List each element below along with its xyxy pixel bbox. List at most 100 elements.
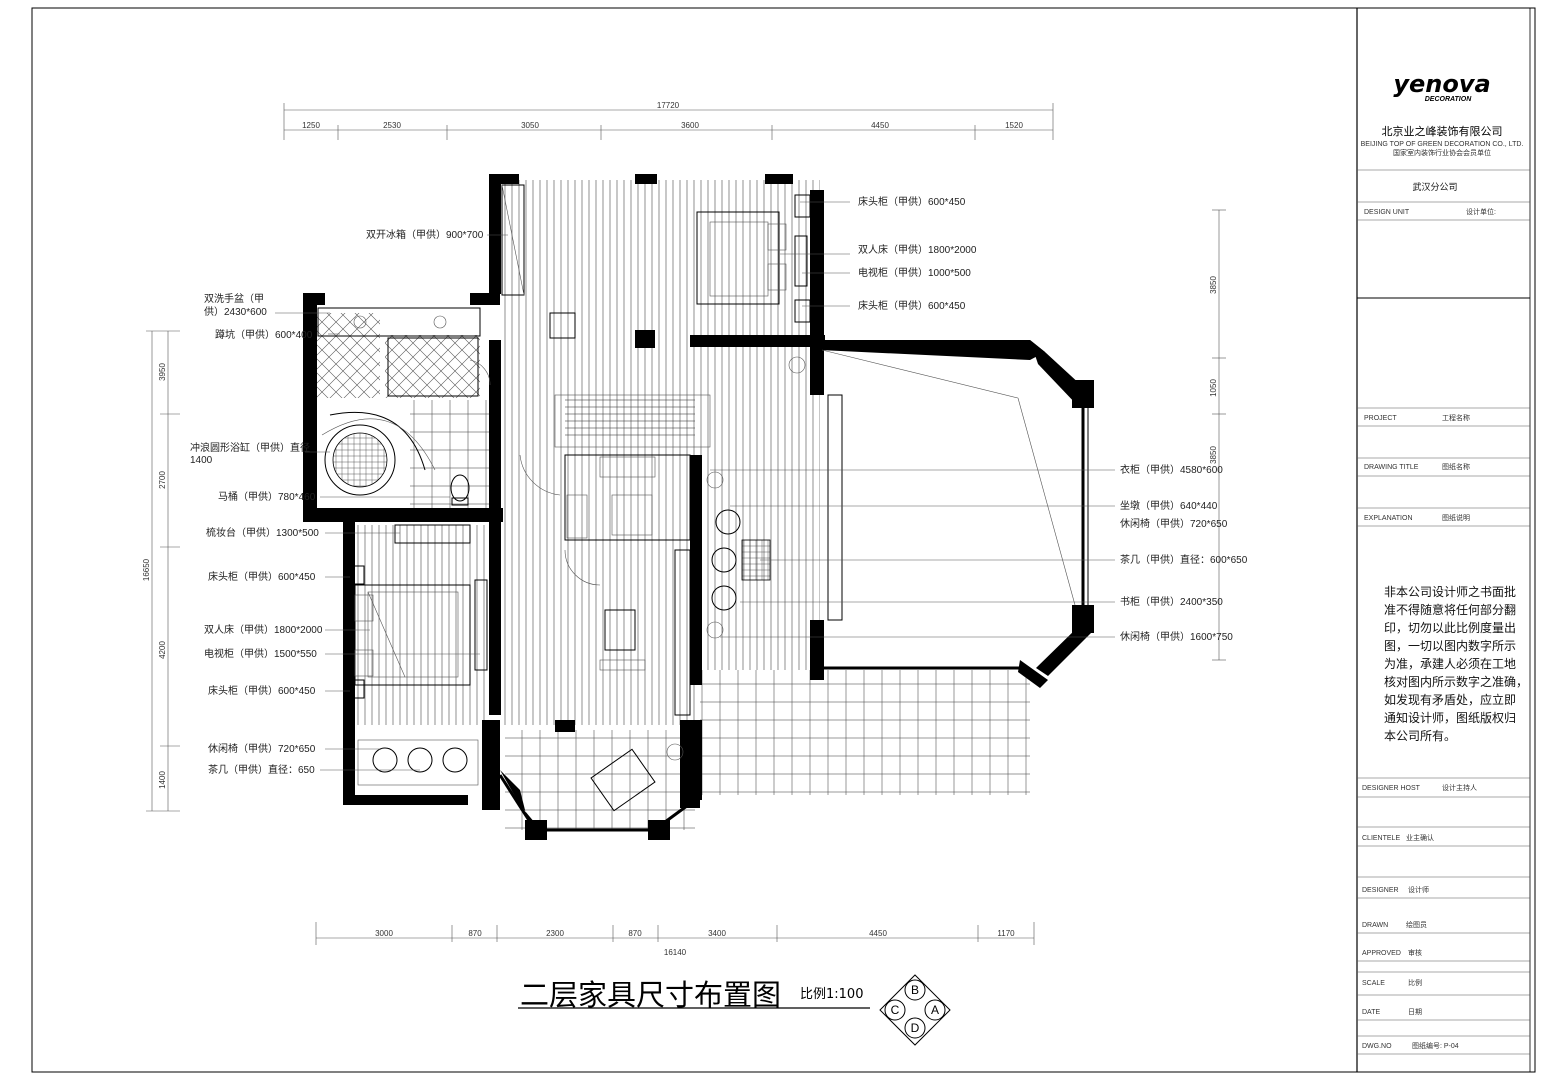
label-refrigerator: 双开冰箱（甲供）900*700 [366,228,484,241]
floor-finishes [315,180,1030,830]
svg-text:通知设计师，图纸版权归: 通知设计师，图纸版权归 [1384,711,1516,725]
dim-left-2: 2700 [158,471,167,489]
label-bookshelf: 书柜（甲供）2400*350 [1120,595,1223,608]
company-tag: 国家室内装饰行业协会会员单位 [1393,148,1491,157]
nightstand-lower-1 [347,565,365,585]
copyright-note: 非本公司设计师之书面批 准不得随意将任何部分翻 印，切勿以此比例度量出 图，一切… [1384,584,1528,743]
nightstand-upper-2 [794,299,811,323]
tv-cabinet-lower [474,579,488,671]
dressing-table [394,524,471,544]
lounge-chair-lower-1 [372,747,398,773]
customer-label: CLIENTELE [1362,835,1400,842]
dim-right-3: 3850 [1209,446,1218,464]
dim-bottom-2: 870 [468,929,482,938]
wardrobe-long [827,394,843,621]
walls [303,174,1094,840]
drawing-title: 二层家具尺寸布置图 比例1:100 [518,978,870,1012]
dim-bottom-1: 3000 [375,929,393,938]
project-value: 工程名称 [1442,413,1470,422]
furniture [317,184,1076,812]
label-nightstand-lower-1: 床头柜（甲供）600*450 [208,570,316,583]
lounge-chair-right-3 [711,585,737,611]
branch-name: 武汉分公司 [1412,181,1457,193]
labels-right: 床头柜（甲供）600*450 双人床（甲供）1800*2000 电视柜（甲供）1… [858,195,1248,643]
project-label: PROJECT [1364,415,1397,422]
label-wardrobe: 衣柜（甲供）4580*600 [1120,463,1223,476]
label-nightstand-lower-2: 床头柜（甲供）600*450 [208,684,316,697]
nightstand-lower-2 [347,679,365,699]
label-lounge-chair-lower: 休闲椅（甲供）720*650 [208,742,316,755]
label-toilet: 马桶（甲供）780*460 [218,490,316,503]
label-bathtub-2: 1400 [190,455,213,466]
label-double-bed-lower: 双人床（甲供）1800*2000 [204,623,323,636]
designer-host-value: 设计主持人 [1442,783,1477,792]
svg-text:如发现有矛盾处，应立即: 如发现有矛盾处，应立即 [1384,692,1516,707]
dim-left-1: 3950 [158,363,167,381]
dim-top-5: 4450 [871,121,889,130]
label-double-sink-2: 供）2430*600 [204,305,267,318]
svg-text:准不得随意将任何部分翻: 准不得随意将任何部分翻 [1384,602,1516,617]
dimension-bottom: 3000 870 2300 870 3400 4450 1170 16140 [315,922,1035,957]
tv-cabinet-upper [794,235,808,287]
round-bathtub [324,424,396,496]
designer-host-label: DESIGNER HOST [1362,785,1421,792]
lounge-chair-lower-2 [442,747,468,773]
approved-value: 审核 [1408,948,1422,957]
dim-top-3: 3050 [521,121,539,130]
svg-text:图，一切以图内数字所示: 图，一切以图内数字所示 [1384,638,1516,653]
drawn-label: DRAWN [1362,922,1388,929]
designer-label: DESIGNER [1362,887,1399,894]
label-nightstand-upper-1: 床头柜（甲供）600*450 [858,195,966,208]
compass-c: C [891,1003,900,1017]
label-double-bed-upper: 双人床（甲供）1800*2000 [858,243,977,256]
label-tea-table: 茶几（甲供）直径：600*650 [1120,553,1248,566]
double-bed-lower [354,584,471,686]
plant-icon [706,621,724,639]
label-dressing-table: 梳妆台（甲供）1300*500 [206,526,319,539]
dim-bottom-6: 4450 [869,929,887,938]
lounge-chair-bay [590,748,656,812]
logo-sub: DECORATION [1425,96,1472,103]
dim-bottom-total: 16140 [664,948,687,957]
plant-icon [706,471,724,489]
label-nightstand-upper-2: 床头柜（甲供）600*450 [858,299,966,312]
design-unit-label: DESIGN UNIT [1364,209,1410,216]
compass: B C A D [879,974,951,1046]
label-double-sink-1: 双洗手盆（甲 [204,292,264,305]
title-block: yenova DECORATION 北京业之峰装饰有限公司 BEIJING TO… [1357,70,1530,1055]
designer-value: 设计师 [1408,885,1429,894]
dim-right-2: 1050 [1209,379,1218,397]
drawn-value: 绘图员 [1406,920,1427,929]
compass-d: D [911,1021,920,1035]
explanation-value: 图纸说明 [1442,513,1470,522]
sheet-border [31,7,1536,1073]
double-sink [317,307,481,337]
leader-lines [275,201,1115,771]
approved-label: APPROVED [1362,950,1401,957]
dim-bottom-3: 2300 [546,929,564,938]
dim-left-4: 1400 [158,771,167,789]
dimension-right: 3850 1050 3850 [1209,209,1226,661]
logo-main: yenova [1393,70,1490,98]
company-cn: 北京业之峰装饰有限公司 [1382,124,1503,138]
dimension-left: 3950 2700 4200 1400 16650 [142,330,180,812]
compass-b: B [911,983,919,997]
svg-text:印，切勿以此比例度量出: 印，切勿以此比例度量出 [1384,620,1516,635]
svg-text:非本公司设计师之书面批: 非本公司设计师之书面批 [1384,584,1516,599]
label-tv-cabinet-upper: 电视柜（甲供）1000*500 [858,266,971,279]
dim-left-3: 4200 [158,641,167,659]
dim-left-total: 16650 [142,558,151,581]
date-label: DATE [1362,1009,1380,1016]
design-unit-value: 设计单位: [1466,207,1496,216]
svg-text:为准，承建人必须在工地: 为准，承建人必须在工地 [1384,657,1516,671]
drawing-title-value: 图纸名称 [1442,462,1470,471]
explanation-label: EXPLANATION [1364,515,1413,522]
dim-right-1: 3850 [1209,276,1218,294]
drawing-title-text: 二层家具尺寸布置图 [520,978,781,1012]
svg-text:本公司所有。: 本公司所有。 [1384,729,1456,743]
labels-left: 双开冰箱（甲供）900*700 双洗手盆（甲 供）2430*600 蹲坑（甲供）… [190,228,484,776]
date-value: 日期 [1408,1008,1422,1016]
dimension-top: 17720 1250 2530 3050 3600 4450 1520 [283,101,1054,140]
plant-icon [788,356,806,374]
